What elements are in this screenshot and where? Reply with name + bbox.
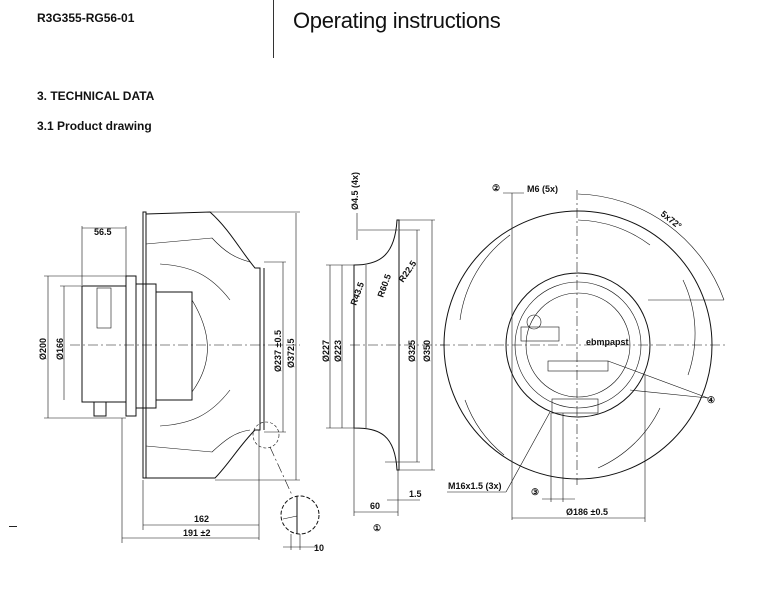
- dim-motor-depth: 56.5: [94, 227, 112, 237]
- header-divider: [273, 0, 274, 58]
- dim-m16: M16x1.5 (3x): [448, 481, 502, 491]
- dim-1-5: 1.5: [409, 489, 422, 499]
- inlet-ring-view: Ø4.5 (4x) R43.5 R60.5 R22.5 Ø227 Ø223 Ø3…: [321, 172, 445, 533]
- side-view: 56.5 Ø200 Ø166 Ø237 ±0.5 Ø372.5 162 191 …: [38, 211, 324, 553]
- margin-mark: [9, 526, 17, 527]
- dim-angle: 5x72°: [659, 209, 684, 232]
- dim-dia-166: Ø166: [55, 338, 65, 360]
- dim-dia-372: Ø372.5: [286, 338, 296, 368]
- dim-m6: M6 (5x): [527, 184, 558, 194]
- dim-dia-223: Ø223: [333, 340, 343, 362]
- dim-191: 191 ±2: [183, 528, 210, 538]
- dim-dia-350: Ø350: [422, 340, 432, 362]
- subsection-heading: 3.1 Product drawing: [37, 119, 152, 133]
- page-title: Operating instructions: [293, 8, 501, 33]
- dim-dia-227: Ø227: [321, 340, 331, 362]
- dim-dia-200: Ø200: [38, 338, 48, 360]
- dim-60: 60: [370, 501, 380, 511]
- dim-162: 162: [194, 514, 209, 524]
- dim-hole: Ø4.5 (4x): [350, 172, 360, 210]
- document-id: R3G355-RG56-01: [37, 11, 135, 25]
- dim-r22: R22.5: [396, 259, 418, 284]
- front-view: ebmpapst ② M6 (5x) 5x72° ④ M16x1.5 (3x) …: [440, 183, 725, 522]
- callout-1: ①: [373, 523, 381, 533]
- dim-dia-237: Ø237 ±0.5: [273, 330, 283, 372]
- dim-r60: R60.5: [375, 273, 393, 299]
- callout-2: ②: [492, 183, 500, 193]
- callout-4: ④: [707, 395, 715, 405]
- dim-dia-186: Ø186 ±0.5: [566, 507, 608, 517]
- dim-10: 10: [314, 543, 324, 553]
- section-heading: 3. TECHNICAL DATA: [37, 89, 155, 103]
- brand-label: ebmpapst: [586, 337, 629, 347]
- dim-dia-325: Ø325: [407, 340, 417, 362]
- dim-r43: R43.5: [348, 281, 366, 307]
- callout-3: ③: [531, 487, 539, 497]
